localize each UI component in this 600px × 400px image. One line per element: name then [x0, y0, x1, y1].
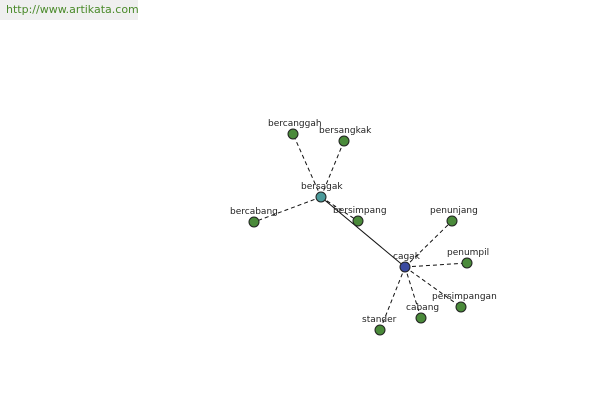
edge-bersagak-cagak	[320, 196, 406, 268]
node-label-bercanggah[interactable]: bercanggah	[268, 119, 322, 129]
node-label-persimpangan[interactable]: persimpangan	[432, 292, 497, 302]
edge-cagak-penunjang	[404, 220, 453, 268]
edge-cagak-stander	[379, 266, 406, 331]
edge-bersagak-bersangkak	[320, 140, 345, 198]
leaf-node-penumpil[interactable]	[461, 257, 473, 269]
node-label-bersangkak[interactable]: bersangkak	[319, 126, 372, 136]
edge-bersagak-bersimpang	[320, 196, 359, 222]
graph-edges	[253, 133, 468, 331]
node-label-bercabang[interactable]: bercabang	[230, 207, 278, 217]
node-label-penumpil[interactable]: penumpil	[447, 248, 489, 258]
leaf-node-bersangkak[interactable]	[338, 135, 350, 147]
edge-cagak-penumpil	[404, 262, 468, 268]
leaf-node-persimpangan[interactable]	[455, 301, 467, 313]
leaf-node-penunjang[interactable]	[446, 215, 458, 227]
leaf-node-bersimpang[interactable]	[352, 215, 364, 227]
leaf-node-cabang[interactable]	[415, 312, 427, 324]
hub-node-cagak[interactable]	[399, 261, 411, 273]
node-label-cagak[interactable]: cagak	[393, 252, 421, 262]
graph-nodes	[248, 128, 473, 336]
edge-cagak-cabang	[404, 266, 422, 319]
edge-cagak-persimpangan	[404, 266, 462, 308]
hub-node-bersagak[interactable]	[315, 191, 327, 203]
node-label-cabang[interactable]: cabang	[406, 303, 439, 313]
site-url[interactable]: http://www.artikata.com	[0, 0, 139, 20]
edge-bersagak-bercanggah	[292, 133, 322, 198]
leaf-node-stander[interactable]	[374, 324, 386, 336]
node-label-bersimpang[interactable]: bersimpang	[333, 206, 387, 216]
node-label-stander[interactable]: stander	[362, 315, 397, 325]
node-label-penunjang[interactable]: penunjang	[430, 206, 478, 216]
leaf-node-bercanggah[interactable]	[287, 128, 299, 140]
edge-bersagak-bercabang	[253, 196, 322, 223]
node-label-bersagak[interactable]: bersagak	[301, 182, 343, 192]
leaf-node-bercabang[interactable]	[248, 216, 260, 228]
